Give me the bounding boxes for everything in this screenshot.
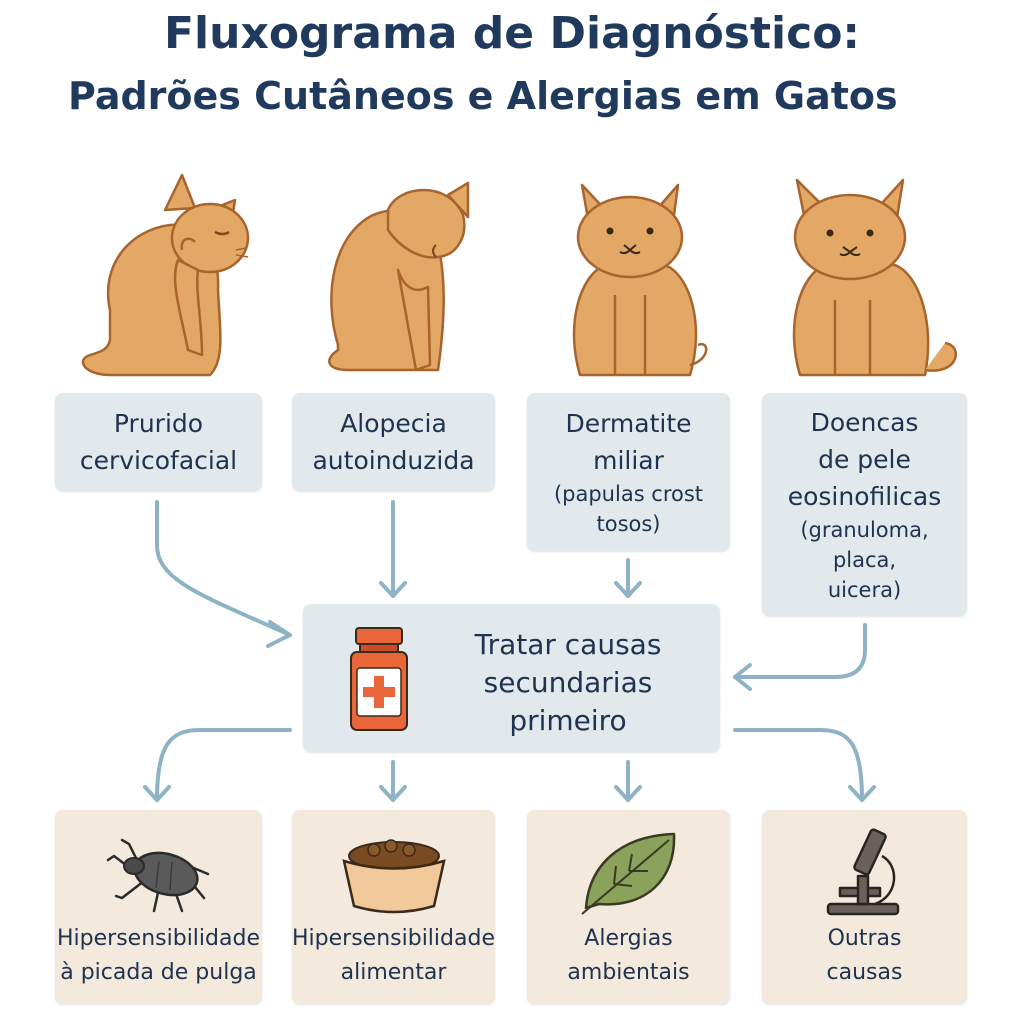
outcome-label: ambientais	[567, 960, 690, 985]
diagram-subtitle: Padrões Cutâneos e Alergias em Gatos	[68, 74, 898, 118]
pattern-sublabel: tosos)	[596, 512, 661, 536]
pattern-label: cervicofacial	[79, 446, 238, 475]
pattern-box-dermatite: Dermatite miliar (papulas crost tosos)	[527, 393, 730, 551]
outcome-box-food: Hipersensibilidade alimentar	[292, 810, 495, 1004]
outcome-box-other: Outras causas	[762, 810, 967, 1004]
cat-sitting-icon	[572, 183, 708, 377]
pattern-label: Dermatite	[565, 409, 692, 438]
food-bowl-icon	[341, 839, 446, 914]
pattern-label: eosinofilicas	[787, 482, 942, 511]
outcome-box-environment: Alergias ambientais	[527, 810, 730, 1004]
outcome-label: causas	[826, 960, 903, 985]
center-box-treat-secondary: Tratar causas secundarias primeiro	[303, 604, 720, 752]
pattern-box-prurido: Prurido cervicofacial	[55, 393, 262, 491]
pattern-label: miliar	[593, 446, 664, 475]
pattern-label: autoinduzida	[312, 446, 475, 475]
pattern-sublabel: (papulas crost	[553, 482, 704, 506]
arrow-head	[143, 785, 171, 802]
center-label: secundarias	[483, 666, 653, 699]
outcome-label: Hipersensibilidade	[292, 926, 495, 951]
arrow-head	[614, 581, 642, 598]
pattern-sublabel: placa,	[832, 548, 897, 572]
outcome-label: à picada de pulga	[60, 960, 257, 985]
center-label: Tratar causas	[474, 628, 662, 661]
arrow-head	[733, 663, 752, 691]
arrow	[733, 623, 867, 679]
pattern-label: de pele	[818, 445, 911, 474]
arrow-head	[379, 581, 407, 598]
outcome-label: Hipersensibilidade	[57, 926, 260, 951]
pattern-label: Prurido	[113, 409, 204, 438]
pattern-sublabel: uicera)	[827, 578, 902, 602]
arrow-head	[379, 785, 407, 802]
diagram-title: Fluxograma de Diagnóstico:	[163, 8, 861, 59]
flea-icon	[106, 838, 209, 913]
center-label: primeiro	[509, 704, 627, 737]
pattern-box-alopecia: Alopecia autoinduzida	[292, 393, 495, 491]
outcome-label: Alergias	[584, 926, 673, 951]
medicine-bottle-icon	[350, 627, 408, 731]
arrow-head	[266, 620, 292, 648]
pattern-box-eosinofilicas: Doencas de pele eosinofilicas (granuloma…	[762, 393, 967, 616]
arrow	[155, 728, 292, 802]
outcome-label: Outras	[827, 926, 902, 951]
pattern-label: Alopecia	[340, 409, 447, 438]
arrow	[733, 728, 864, 802]
cat-licking-icon	[328, 181, 470, 372]
arrow-head	[614, 785, 642, 802]
outcome-label: alimentar	[340, 960, 447, 985]
arrow	[155, 500, 292, 637]
cat-sitting-icon	[792, 178, 958, 377]
outcome-box-flea: Hipersensibilidade à picada de pulga	[55, 810, 262, 1004]
microscope-icon	[826, 828, 899, 916]
pattern-label: Doencas	[810, 408, 919, 437]
pattern-sublabel: (granuloma,	[800, 518, 929, 542]
leaf-icon	[580, 832, 675, 915]
cat-scratching-icon	[81, 173, 250, 377]
arrow-head	[848, 785, 876, 802]
